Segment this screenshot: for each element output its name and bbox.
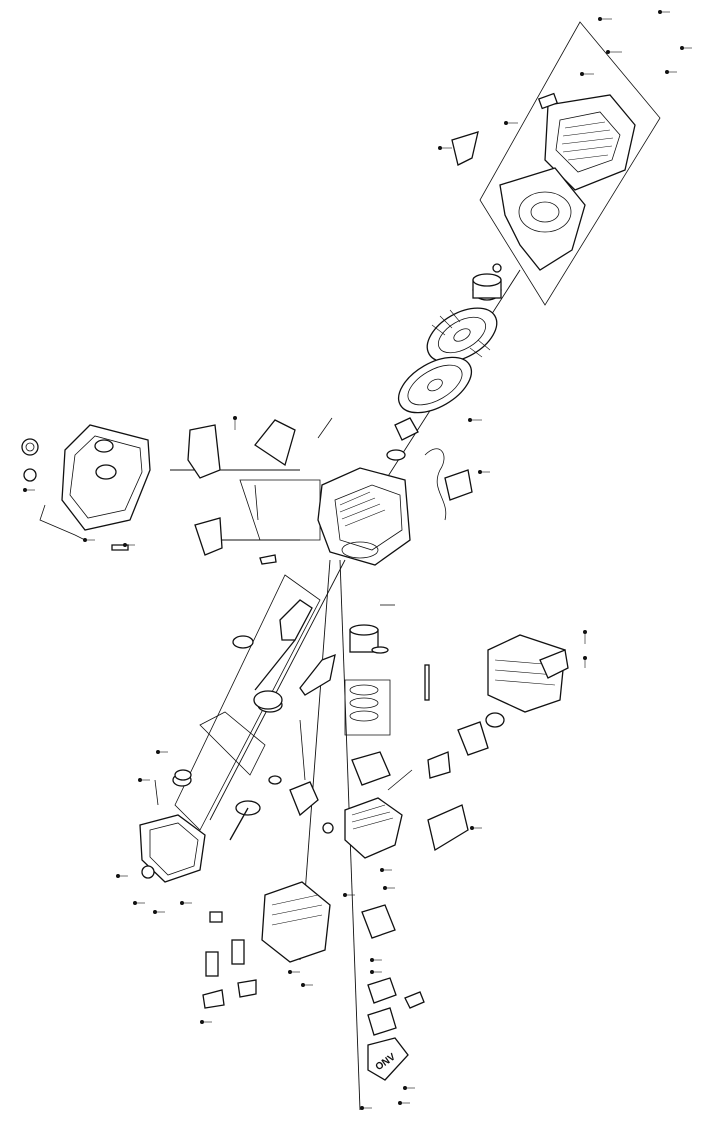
callout — [156, 750, 168, 754]
governor-group-frame — [239, 479, 321, 541]
air-filter — [487, 634, 569, 713]
callout — [583, 656, 587, 668]
flywheel — [398, 356, 472, 414]
callout — [288, 970, 300, 974]
callout — [438, 146, 452, 150]
callout — [23, 488, 35, 492]
callout — [133, 901, 145, 905]
callout — [343, 893, 355, 897]
callout — [383, 886, 395, 890]
callout — [504, 121, 518, 125]
control-bracket — [187, 417, 333, 556]
crankcase-cover — [139, 773, 206, 883]
heat-shield — [427, 804, 469, 852]
exhaust-gaskets — [361, 904, 425, 1036]
fuel-tank — [21, 424, 151, 541]
cylinder-head — [344, 797, 403, 859]
carburetor — [427, 712, 505, 779]
callout — [478, 470, 490, 474]
muffler-cover: ONV — [367, 1037, 409, 1081]
callout — [116, 874, 128, 878]
starter-cup — [472, 263, 502, 301]
callout — [153, 910, 165, 914]
callout — [233, 416, 237, 430]
cooling-fan — [426, 307, 498, 363]
callout — [403, 1086, 415, 1090]
callout — [370, 970, 382, 974]
callout — [658, 10, 670, 14]
connecting-rod — [299, 653, 336, 696]
valve-train — [202, 719, 319, 1009]
camshaft — [229, 690, 283, 841]
callout — [598, 17, 612, 21]
recoil-starter — [537, 92, 636, 191]
callout — [665, 70, 677, 74]
callout — [468, 418, 482, 422]
fan-shroud — [499, 167, 586, 271]
callout — [583, 630, 587, 644]
piston-ring-group-frame — [344, 679, 391, 736]
callout — [123, 543, 135, 547]
piston — [349, 604, 395, 722]
crankcase — [317, 467, 411, 566]
callout — [398, 1101, 410, 1105]
callout — [360, 1106, 372, 1110]
ignition-parts — [386, 417, 473, 521]
callout-markers — [23, 10, 692, 1110]
callout — [180, 901, 192, 905]
callout — [606, 50, 622, 54]
crankshaft-group-frame — [174, 574, 321, 831]
starter-group-frame — [479, 21, 661, 306]
callout — [580, 72, 594, 76]
callout — [370, 958, 382, 962]
small-parts — [111, 544, 430, 834]
callout — [380, 868, 392, 872]
cover-gasket — [199, 711, 266, 776]
callout — [83, 538, 95, 542]
callout — [680, 46, 692, 50]
guard-plate — [451, 131, 479, 166]
callout — [470, 826, 482, 830]
callout — [200, 1020, 212, 1024]
group-frames — [174, 21, 661, 831]
head-gasket — [351, 751, 391, 786]
callout — [138, 778, 150, 782]
rocker-cover — [261, 881, 331, 963]
callout — [301, 983, 313, 987]
